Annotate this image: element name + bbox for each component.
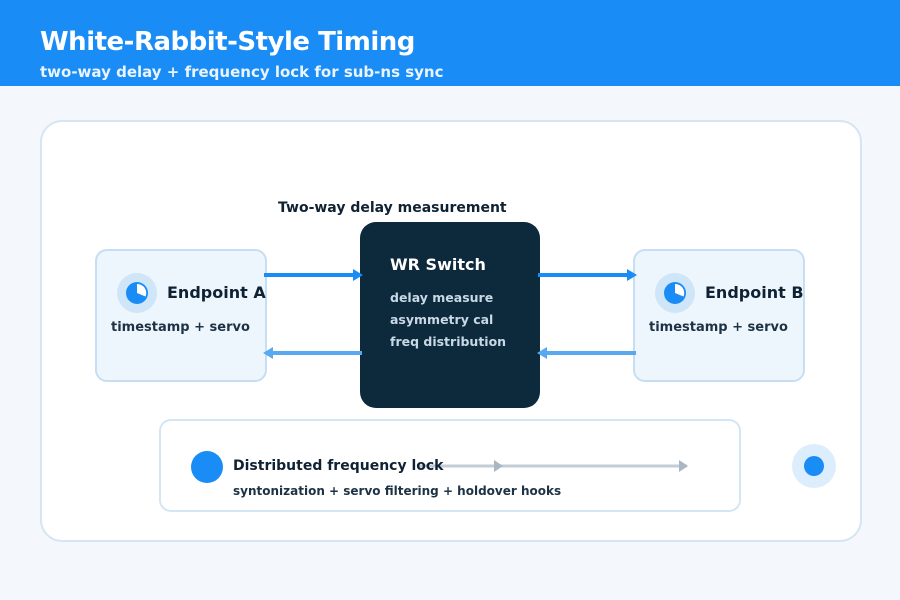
endpoint-b-node: Endpoint B timestamp + servo — [633, 249, 805, 382]
arrow-a-to-switch — [264, 269, 363, 281]
frequency-lock-title: Distributed frequency lock — [233, 458, 444, 474]
diagram-caption: Two-way delay measurement — [278, 200, 507, 216]
switch-function-item: freq distribution — [390, 334, 507, 349]
status-dot-badge — [792, 444, 836, 488]
status-dot-icon — [804, 456, 824, 476]
clock-icon — [117, 273, 157, 313]
arrow-b-to-switch — [537, 347, 636, 359]
frequency-lock-panel: Distributed frequency lock syntonization… — [159, 419, 741, 512]
frequency-dot-icon — [191, 451, 223, 483]
endpoint-a-name: Endpoint A — [167, 283, 266, 302]
page-title: White-Rabbit-Style Timing — [40, 27, 415, 57]
endpoint-b-name: Endpoint B — [705, 283, 804, 302]
switch-function-list: delay measure asymmetry cal freq distrib… — [390, 287, 506, 353]
header-banner: White-Rabbit-Style Timing two-way delay … — [0, 0, 900, 86]
arrow-switch-to-a — [263, 347, 362, 359]
wr-switch-node: WR Switch delay measure asymmetry cal fr… — [360, 222, 540, 408]
switch-function-item: delay measure — [390, 290, 494, 305]
endpoint-b-description: timestamp + servo — [649, 320, 788, 335]
frequency-lock-description: syntonization + servo filtering + holdov… — [233, 484, 562, 498]
frequency-flow-line — [417, 460, 688, 472]
page-subtitle: two-way delay + frequency lock for sub-n… — [40, 63, 444, 81]
arrow-switch-to-b — [538, 269, 637, 281]
switch-name: WR Switch — [390, 255, 486, 274]
switch-function-item: asymmetry cal — [390, 312, 494, 327]
clock-icon — [655, 273, 695, 313]
endpoint-a-description: timestamp + servo — [111, 320, 250, 335]
endpoint-a-node: Endpoint A timestamp + servo — [95, 249, 267, 382]
